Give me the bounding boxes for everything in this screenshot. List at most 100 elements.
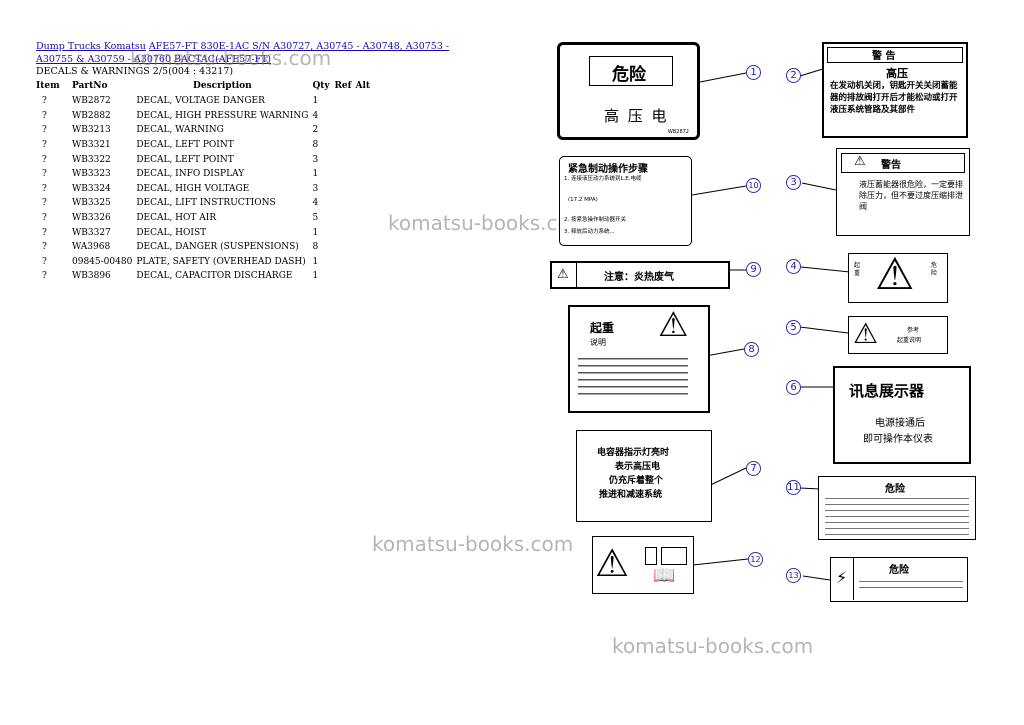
callout-6: 6 — [786, 380, 801, 395]
decal-hot-air: ⚠ 注意：炎热废气 — [550, 261, 730, 289]
cell-partno: WB2882 — [72, 110, 111, 121]
cell-partno: WB3325 — [72, 198, 111, 209]
watermark: komatsu-books.com — [388, 211, 590, 235]
cell-partno: WB3896 — [72, 271, 111, 282]
decal-danger-lightning: ⚡ 危险 — [830, 557, 968, 602]
decal-lift-instructions: 起重 说明 ⚠ — [568, 305, 710, 413]
callout-1: 1 — [746, 65, 761, 80]
decal3-header: 警告 — [881, 160, 901, 171]
breadcrumb-link-model[interactable]: AFE57-FT 830E-1AC S/N A30727, A30745 - A… — [36, 41, 450, 65]
cell-description: DECAL, HIGH VOLTAGE — [136, 183, 250, 194]
callout-8: 8 — [744, 342, 759, 357]
cell-item: ? — [42, 96, 47, 107]
cell-item: ? — [42, 110, 47, 121]
warning-triangle-icon: ⚠ — [854, 154, 866, 169]
cell-partno: WB3327 — [72, 227, 111, 238]
cell-qty: 2 — [312, 125, 319, 136]
decal1-bottom-text: 高 压 电 — [604, 107, 669, 125]
cell-description: DECAL, WARNING — [136, 125, 224, 136]
cell-qty: 8 — [312, 140, 319, 151]
cell-item: ? — [42, 242, 47, 253]
decal2-header: 警 告 — [872, 51, 896, 62]
table-row: ? WB3325 DECAL, LIFT INSTRUCTIONS 4 — [36, 196, 374, 211]
decal-voltage-danger: 危险 高 压 电 WB2872 — [557, 42, 700, 140]
cell-item: ? — [42, 213, 47, 224]
table-row: ? WB3324 DECAL, HIGH VOLTAGE 3 — [36, 182, 374, 197]
plate-safety-overhead-dash: ⚠ 📖 — [592, 536, 694, 594]
table-row: ? WB2872 DECAL, VOLTAGE DANGER 1 — [36, 94, 374, 109]
callout-2: 2 — [786, 68, 801, 83]
decal7-line2: 表示高压电 — [615, 462, 661, 472]
decal6-line2: 即可操作本仪表 — [863, 434, 933, 445]
decal-warning: ⚠ 警告 液压蓄能器很危险，一定要排除压力，但不要过度压缩排泄阀 — [836, 148, 970, 236]
hoist-hazard-icon: ⚠ — [853, 317, 879, 350]
cell-partno: WB2872 — [72, 96, 111, 107]
cell-item: ? — [42, 183, 47, 194]
watermark: komatsu-books.com — [372, 532, 574, 556]
decal-high-voltage: 起重 ⚠ 危险 — [848, 249, 948, 303]
decal2-body: 在发动机关闭，钥匙开关关闭蓄能器的排放阀打开后才能松动或打开液压系统管路及其部件 — [830, 81, 958, 115]
cell-qty: 4 — [312, 110, 319, 121]
decal1-top-text: 危险 — [612, 65, 646, 85]
cell-item: ? — [42, 256, 47, 267]
callout-4: 4 — [786, 259, 801, 274]
cell-description: DECAL, VOLTAGE DANGER — [136, 96, 265, 107]
header-item: Item — [36, 80, 60, 91]
hot-air-warning-icon: ⚠ — [557, 267, 569, 282]
cell-item: ? — [42, 271, 47, 282]
decal7-line3: 仍充斥着整个 — [609, 476, 664, 486]
cell-description: PLATE, SAFETY (OVERHEAD DASH) — [136, 256, 306, 267]
cell-item: ? — [42, 169, 47, 180]
cell-description: DECAL, LEFT POINT — [136, 154, 234, 165]
safety-hazard-icon: ⚠ — [595, 541, 630, 585]
cell-qty: 5 — [312, 213, 319, 224]
cell-item: ? — [42, 154, 47, 165]
breadcrumb-link-dump-trucks[interactable]: Dump Trucks Komatsu — [36, 41, 146, 52]
header-description: Description — [193, 80, 252, 91]
cell-qty: 1 — [312, 271, 319, 282]
cell-partno: 09845-00480 — [72, 256, 133, 267]
decal4-right-text: 危险 — [931, 262, 938, 277]
header-alt: Alt — [355, 80, 371, 91]
cell-qty: 3 — [312, 183, 319, 194]
table-row: ? WB3322 DECAL, LEFT POINT 3 — [36, 152, 374, 167]
callout-10: 10 — [746, 178, 761, 193]
cell-partno: WB3324 — [72, 183, 111, 194]
header-qty: Qty — [312, 80, 330, 91]
cell-description: DECAL, DANGER (SUSPENSIONS) — [136, 242, 299, 253]
decal6-title: 讯息展示器 — [849, 382, 925, 400]
decal5-text1: 参考 — [907, 327, 920, 334]
decal10-line2: 2. 按紧急操作制动器开关 — [564, 217, 626, 223]
decal5-text2: 起重说明 — [897, 337, 922, 344]
cell-partno: WB3322 — [72, 154, 111, 165]
callout-5: 5 — [786, 320, 801, 335]
cell-qty: 1 — [312, 96, 319, 107]
decal2-title: 高压 — [886, 67, 908, 80]
decal-emergency-brake: 紧急制动操作步骤 1. 连接液压动力系统到L.E.电缆 (17.2 MPA) 2… — [559, 156, 692, 246]
cell-partno: WB3326 — [72, 213, 111, 224]
cell-item: ? — [42, 198, 47, 209]
hazard-triangle-icon: ⚠ — [875, 249, 915, 300]
watermark: komatsu-books.com — [612, 634, 814, 658]
cell-description: DECAL, LIFT INSTRUCTIONS — [136, 198, 276, 209]
cell-description: DECAL, INFO DISPLAY — [136, 169, 245, 180]
cell-qty: 4 — [312, 198, 319, 209]
callout-12: 12 — [748, 552, 763, 567]
manual-book-icon: 📖 — [653, 565, 676, 586]
decal7-line4: 推进和减速系统 — [599, 490, 663, 500]
decal1-code: WB2872 — [667, 129, 689, 135]
callout-11: 11 — [786, 480, 801, 495]
cell-qty: 3 — [312, 154, 319, 165]
callout-9: 9 — [746, 262, 761, 277]
header-ref: Ref — [334, 80, 352, 91]
header-partno: PartNo — [72, 80, 108, 91]
cell-item: ? — [42, 227, 47, 238]
decal-capacitor-discharge: 电容器指示灯亮时 表示高压电 仍充斥着整个 推进和减速系统 — [576, 430, 712, 522]
cell-qty: 1 — [312, 227, 319, 238]
